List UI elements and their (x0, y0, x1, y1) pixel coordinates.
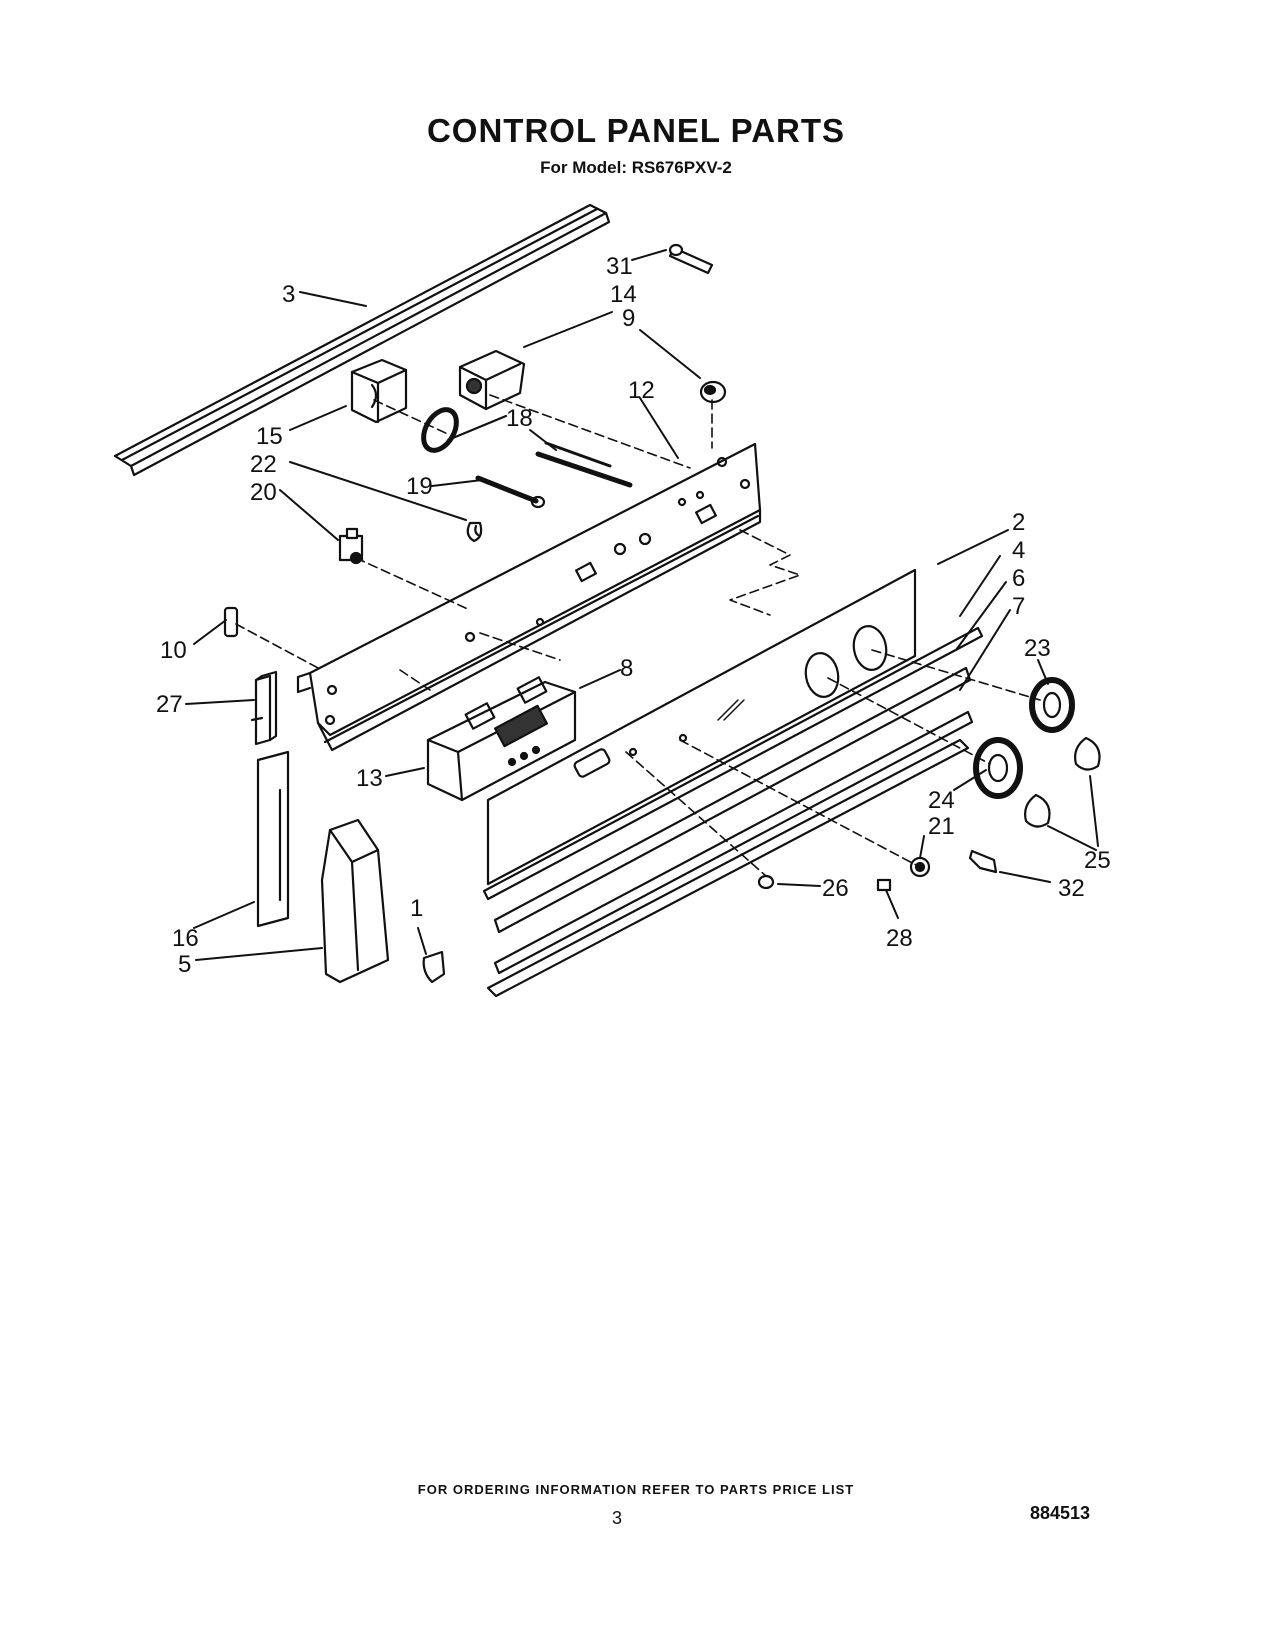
callout-15: 15 (256, 423, 283, 450)
callout-9: 9 (622, 305, 635, 332)
callout-31: 31 (606, 253, 633, 280)
page-number: 3 (612, 1508, 623, 1528)
callout-19: 19 (406, 473, 433, 500)
part-16-end-plate (256, 750, 290, 928)
part-20-connector (338, 527, 364, 565)
part-15-bracket (350, 358, 408, 424)
callout-5: 1 (410, 895, 423, 922)
part-13-clock-module (426, 676, 577, 802)
callout-32: 32 (1058, 875, 1085, 902)
callout-21: 21 (928, 813, 955, 840)
callout-28: 28 (886, 925, 913, 952)
callout-7: 7 (1012, 593, 1025, 620)
part-3-top-trim (113, 203, 611, 477)
callout-labels: 3 31 14 9 12 15 18 22 20 19 2 4 6 7 23 8… (156, 253, 1111, 978)
callout-10: 10 (160, 637, 187, 664)
callout-3: 3 (282, 281, 295, 308)
part-1-end-cap (320, 818, 390, 984)
callout-13: 13 (356, 765, 383, 792)
part-9-cap (699, 380, 727, 404)
part-4-trim-strip (482, 626, 984, 901)
callout-12: 12 (628, 377, 655, 404)
leader-lines (185, 249, 1099, 961)
callout-14: 14 (610, 281, 637, 308)
part-24-knob-bezel (973, 737, 1023, 799)
callout-20: 20 (250, 479, 277, 506)
callout-26: 26 (822, 875, 849, 902)
part-14-switch (458, 349, 526, 411)
part-25-knobs (1024, 736, 1101, 828)
document-number: 884513 (1030, 1503, 1091, 1523)
ordering-note: FOR ORDERING INFORMATION REFER TO PARTS … (417, 1482, 855, 1497)
part-19-rod (475, 475, 546, 509)
part-5-end-piece (422, 950, 446, 984)
callout-6: 6 (1012, 565, 1025, 592)
callout-22: 22 (250, 451, 277, 478)
page-title: CONTROL PANEL PARTS (426, 112, 846, 149)
part-31-pin (668, 243, 714, 275)
callout-18: 18 (506, 405, 533, 432)
part-21-nut (909, 856, 931, 878)
part-2-front-panel (486, 568, 917, 886)
callout-8: 8 (620, 655, 633, 682)
callout-23: 23 (1024, 635, 1051, 662)
part-7-trim-strip (486, 710, 974, 998)
callout-4: 4 (1012, 537, 1025, 564)
part-12-control-bracket (296, 442, 762, 752)
callout-1: 5 (178, 951, 191, 978)
part-26-screw (757, 874, 775, 890)
part-28-nut (876, 878, 892, 892)
callout-27: 27 (156, 691, 183, 718)
part-27-bracket (250, 670, 278, 746)
callout-16: 16 (172, 925, 199, 952)
part-10-tab (223, 606, 239, 638)
callout-2: 2 (1012, 509, 1025, 536)
part-23-knob-bezel (1029, 677, 1075, 733)
callout-24: 24 (928, 787, 955, 814)
part-32-clip (968, 849, 998, 874)
assembly-lines (235, 394, 1041, 877)
part-22-clip (466, 521, 483, 543)
model-subtitle: For Model: RS676PXV-2 (540, 158, 732, 177)
callout-25: 25 (1084, 847, 1111, 874)
